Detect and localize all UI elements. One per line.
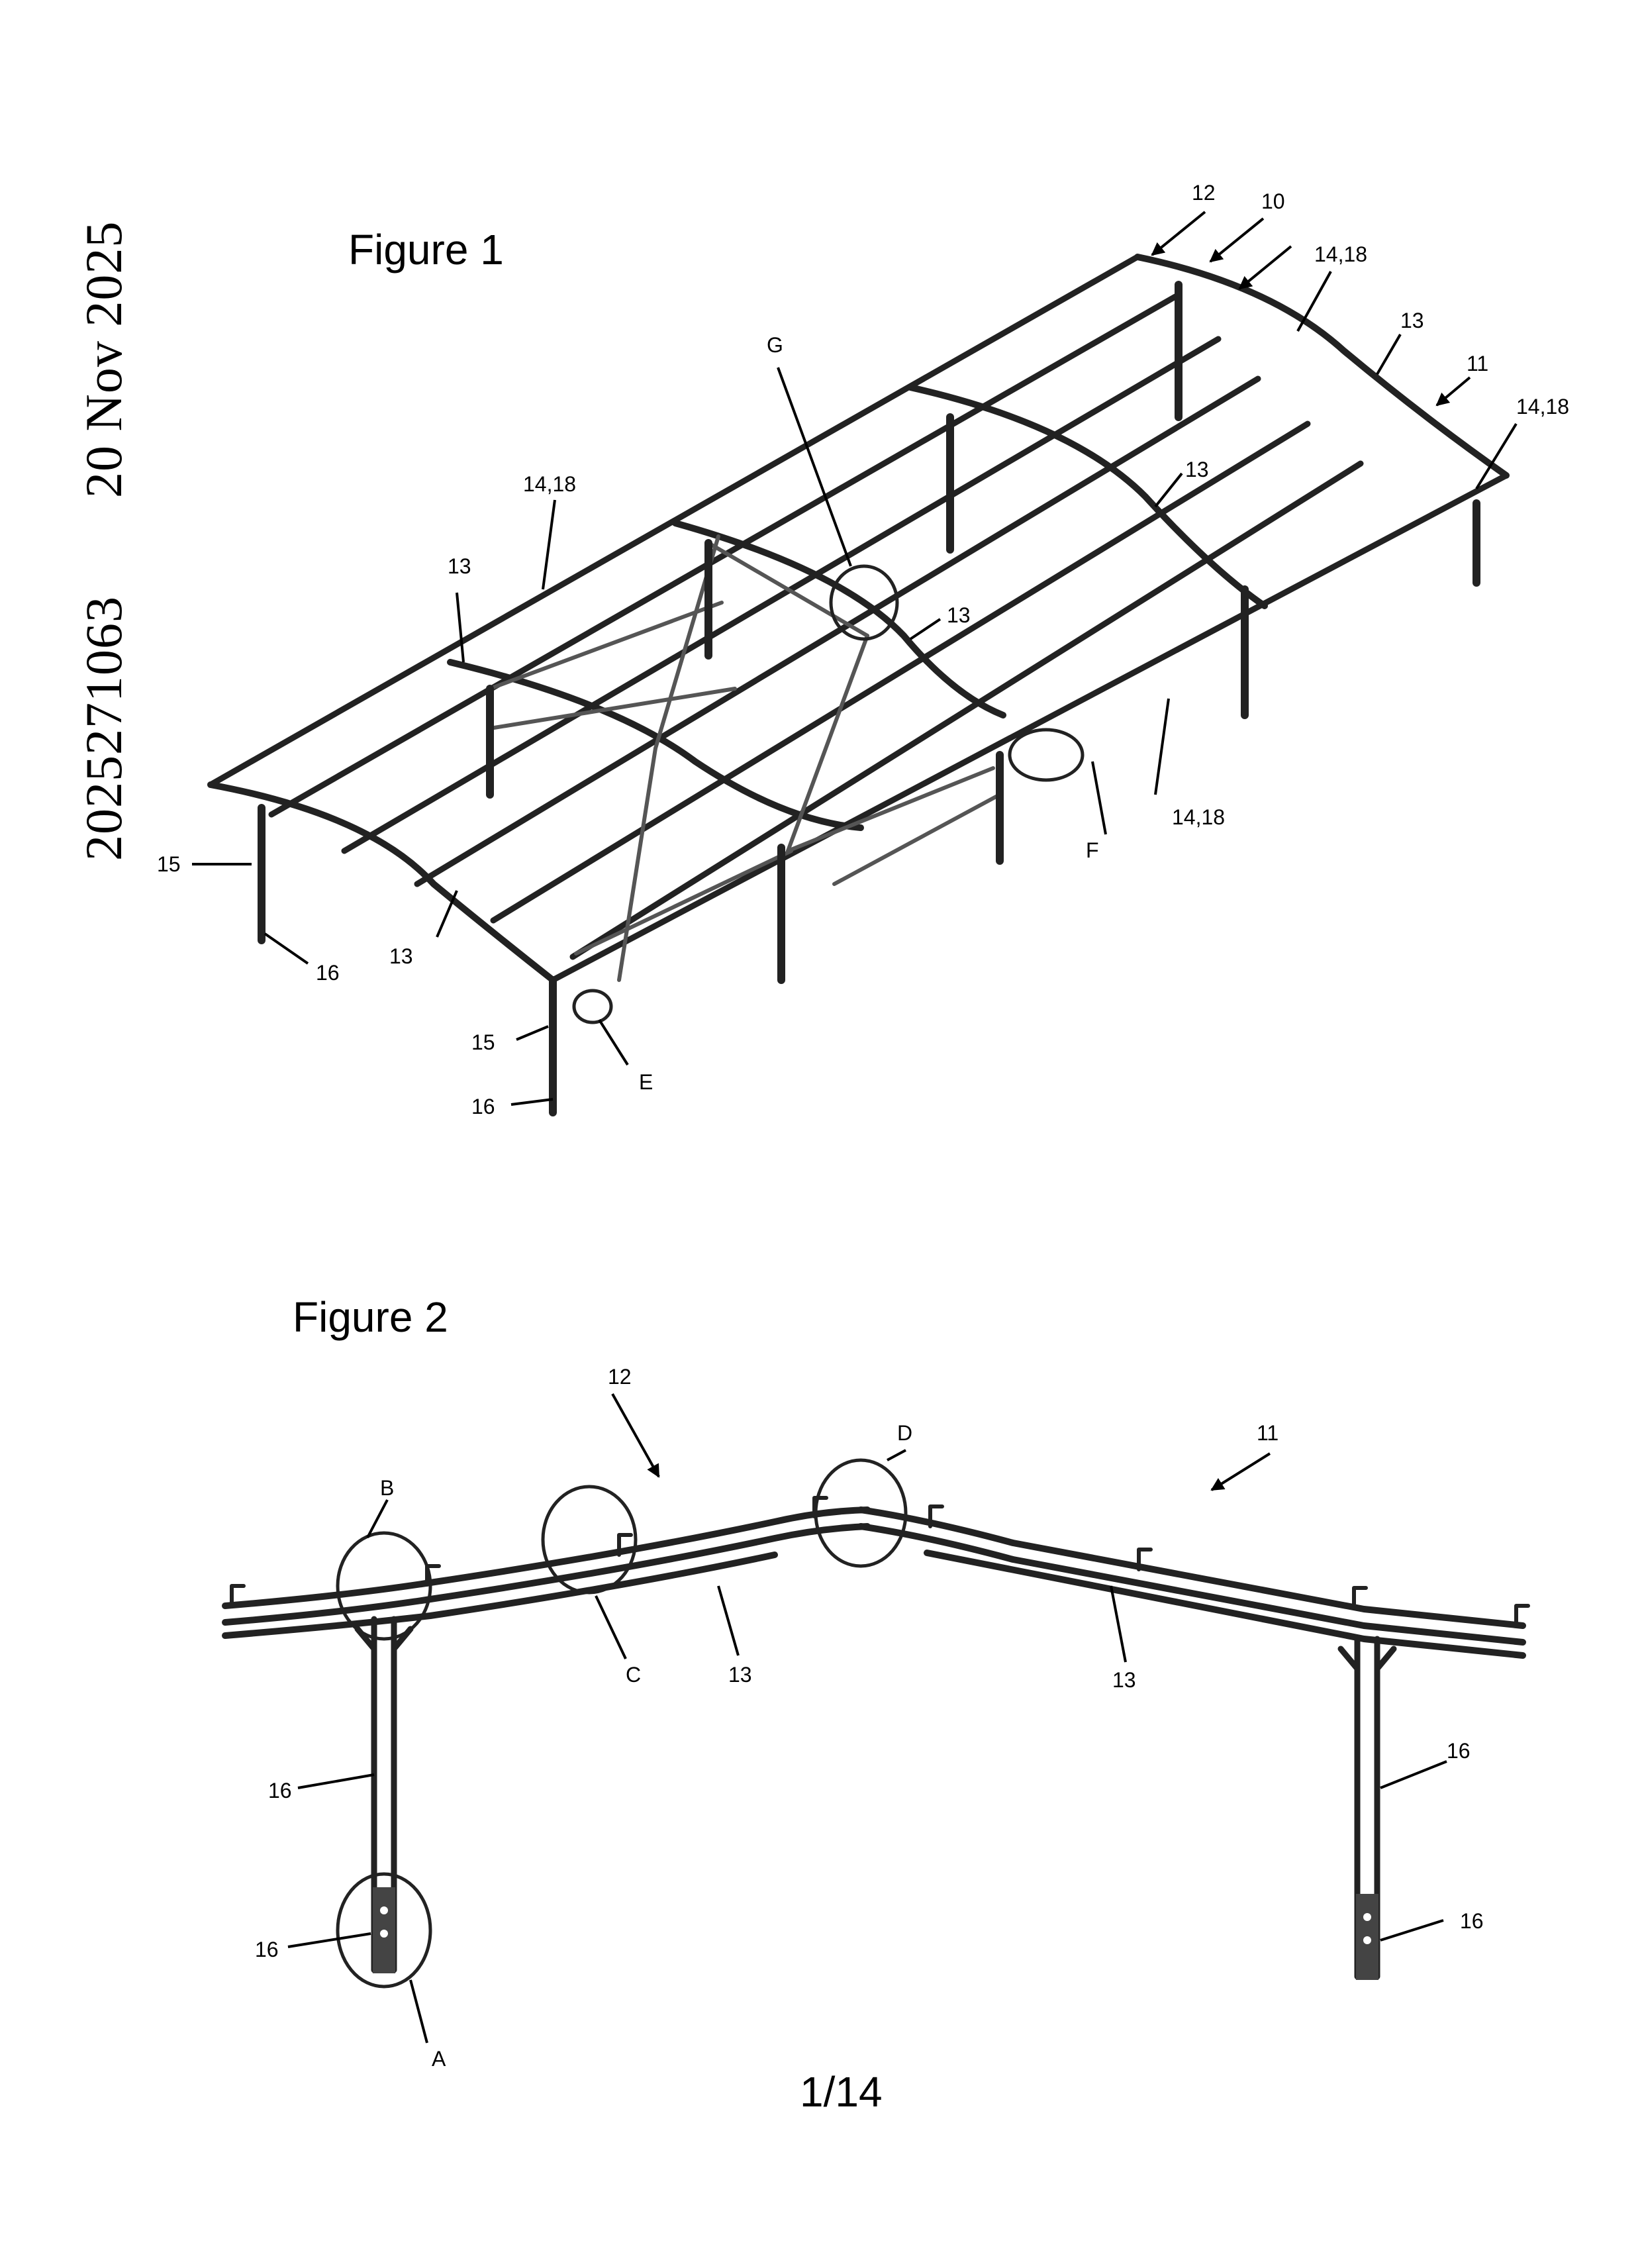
ref-label: 13 [728, 1663, 752, 1687]
bracing [490, 536, 1000, 980]
ref-label: B [380, 1476, 394, 1500]
ref-label: C [626, 1663, 641, 1687]
ref-label: 12 [608, 1365, 632, 1389]
rafter-chords [225, 1510, 1523, 1655]
ref-label: 12 [1192, 181, 1216, 205]
ref-label: 13 [1400, 309, 1424, 332]
ref-label: F [1086, 838, 1099, 862]
ref-label: 14,18 [1172, 805, 1225, 829]
ref-label: A [432, 2047, 446, 2071]
ref-label: 14,18 [523, 472, 576, 496]
ref-label: 15 [471, 1030, 495, 1054]
ref-label: 16 [316, 961, 340, 985]
ref-label: G [767, 333, 783, 357]
ref-label: 15 [157, 852, 181, 876]
ref-label: 13 [389, 944, 413, 968]
ref-label: 11 [1257, 1421, 1279, 1445]
ref-label: 16 [255, 1938, 279, 1961]
ref-label: 11 [1467, 352, 1488, 375]
figure-2-drawing [225, 1460, 1528, 1987]
ref-label: 14,18 [1314, 242, 1367, 266]
ref-label: D [897, 1421, 912, 1445]
ref-label: 16 [1460, 1909, 1484, 1933]
ref-label: 16 [471, 1095, 495, 1118]
figure-1-drawing [211, 257, 1506, 1112]
ref-label: 13 [448, 554, 471, 578]
figure-1-leaders [192, 212, 1516, 1105]
ref-label: 16 [268, 1779, 292, 1802]
ref-label: 10 [1261, 189, 1285, 213]
ref-label: 14,18 [1516, 395, 1569, 419]
ref-label: 13 [947, 603, 971, 627]
figure-2-columns [358, 1619, 1394, 1977]
ref-label: 13 [1185, 458, 1209, 481]
ref-label: 13 [1112, 1668, 1136, 1692]
figure-2-detail-circles [338, 1460, 906, 1987]
figure-2-leaders [288, 1394, 1447, 2043]
figure-2-labels: 12 D 11 B C 13 13 16 16 A 16 16 [255, 1365, 1484, 2071]
base-plates [373, 1887, 1378, 1980]
ref-label: E [639, 1070, 653, 1094]
ref-label: 16 [1447, 1739, 1471, 1763]
base-plate-holes [380, 1906, 1371, 1944]
